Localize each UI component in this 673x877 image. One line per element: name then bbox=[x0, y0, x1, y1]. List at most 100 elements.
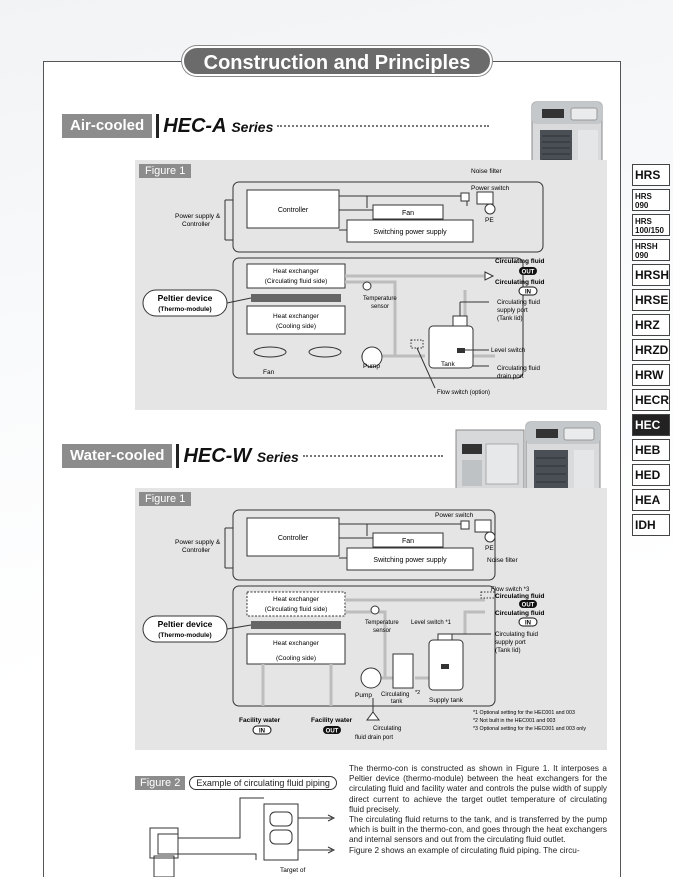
paragraph-2: The circulating fluid returns to the tan… bbox=[349, 815, 607, 845]
svg-text:*2 Not built in the HEC001 and: *2 Not built in the HEC001 and 003 bbox=[473, 718, 556, 724]
svg-text:Circulating: Circulating bbox=[381, 692, 409, 698]
svg-text:Controller: Controller bbox=[182, 221, 211, 228]
svg-text:Power switch: Power switch bbox=[471, 185, 510, 192]
heading-bar bbox=[176, 444, 180, 468]
tab-hrs[interactable]: HRS bbox=[632, 164, 670, 186]
svg-text:Controller: Controller bbox=[278, 535, 309, 542]
svg-text:OUT: OUT bbox=[326, 729, 339, 735]
svg-text:Tank: Tank bbox=[441, 361, 455, 368]
svg-text:Peltier device: Peltier device bbox=[158, 293, 213, 303]
svg-text:Fan: Fan bbox=[263, 369, 275, 376]
figure-2-diagram: Target of bbox=[149, 797, 336, 877]
svg-text:PE: PE bbox=[485, 217, 494, 224]
svg-text:Fan: Fan bbox=[402, 210, 414, 217]
svg-text:sensor: sensor bbox=[373, 628, 391, 634]
svg-text:Power switch: Power switch bbox=[435, 512, 474, 519]
tab-hrsh[interactable]: HRSH bbox=[632, 264, 670, 286]
water-cooled-diagram: Controller Fan Switching power supply Po… bbox=[142, 509, 586, 741]
svg-text:OUT: OUT bbox=[522, 603, 535, 609]
svg-text:Supply tank: Supply tank bbox=[429, 697, 464, 704]
svg-text:Fan: Fan bbox=[402, 538, 414, 545]
tab-hrz[interactable]: HRZ bbox=[632, 314, 670, 336]
water-cooled-heading: Water-cooled HEC-W Series bbox=[62, 444, 443, 468]
svg-text:(Cooling side): (Cooling side) bbox=[276, 655, 316, 662]
svg-text:Facility water: Facility water bbox=[239, 717, 281, 724]
water-figure-panel: Figure 1 Controller Fan Switching power … bbox=[135, 488, 607, 750]
svg-text:supply port: supply port bbox=[495, 639, 526, 646]
figure-2-header: Figure 2 Example of circulating fluid pi… bbox=[135, 776, 337, 790]
tab-idh[interactable]: IDH bbox=[632, 514, 670, 536]
svg-text:Heat exchanger: Heat exchanger bbox=[273, 596, 320, 603]
tab-hrzd[interactable]: HRZD bbox=[632, 339, 670, 361]
svg-text:*3 Optional setting for the HE: *3 Optional setting for the HEC001 and 0… bbox=[473, 726, 586, 732]
figure-2-label: Figure 2 bbox=[135, 776, 186, 790]
svg-text:(Tank lid): (Tank lid) bbox=[497, 315, 523, 322]
svg-text:Circulating fluid: Circulating fluid bbox=[495, 593, 545, 600]
svg-text:PE: PE bbox=[485, 545, 494, 552]
svg-text:Power supply &: Power supply & bbox=[175, 213, 221, 220]
svg-text:(Circulating fluid side): (Circulating fluid side) bbox=[265, 606, 328, 613]
tab-hed[interactable]: HED bbox=[632, 464, 670, 486]
heading-dots bbox=[277, 125, 490, 127]
svg-text:Temperature: Temperature bbox=[365, 620, 399, 626]
air-cooled-heading: Air-cooled HEC-A Series bbox=[62, 114, 490, 138]
svg-text:(Cooling side): (Cooling side) bbox=[276, 323, 316, 330]
svg-text:Level switch *1: Level switch *1 bbox=[411, 620, 452, 626]
svg-text:(Circulating fluid side): (Circulating fluid side) bbox=[265, 278, 328, 285]
svg-text:Noise filter: Noise filter bbox=[471, 168, 503, 175]
svg-text:Circulating fluid: Circulating fluid bbox=[495, 279, 545, 286]
tab-hea[interactable]: HEA bbox=[632, 489, 670, 511]
svg-text:Circulating fluid: Circulating fluid bbox=[495, 258, 545, 265]
svg-text:sensor: sensor bbox=[371, 304, 389, 310]
svg-text:supply port: supply port bbox=[497, 307, 528, 314]
svg-text:drain port: drain port bbox=[497, 373, 524, 380]
svg-text:Switching power supply: Switching power supply bbox=[373, 229, 447, 236]
figure-2-caption: Example of circulating fluid piping bbox=[189, 776, 337, 790]
tab-hec[interactable]: HEC bbox=[632, 414, 670, 436]
svg-text:*2: *2 bbox=[415, 690, 420, 696]
heading-bar bbox=[156, 114, 160, 138]
svg-text:Switching power supply: Switching power supply bbox=[373, 557, 447, 564]
svg-text:Pump: Pump bbox=[363, 363, 380, 370]
svg-text:(Thermo-module): (Thermo-module) bbox=[158, 632, 211, 639]
tab-hrw[interactable]: HRW bbox=[632, 364, 670, 386]
tab-heb[interactable]: HEB bbox=[632, 439, 670, 461]
svg-text:*1 Optional setting for the HE: *1 Optional setting for the HEC001 and 0… bbox=[473, 710, 575, 716]
svg-text:IN: IN bbox=[525, 621, 531, 627]
svg-text:IN: IN bbox=[259, 729, 265, 735]
svg-text:Flow switch (option): Flow switch (option) bbox=[437, 390, 490, 396]
svg-text:Circulating fluid: Circulating fluid bbox=[497, 299, 541, 306]
figure-2-target-text: Target of bbox=[280, 867, 305, 874]
svg-text:Circulating: Circulating bbox=[373, 726, 401, 732]
svg-text:Level switch: Level switch bbox=[491, 347, 526, 354]
svg-text:Power supply &: Power supply & bbox=[175, 539, 221, 546]
svg-text:Heat exchanger: Heat exchanger bbox=[273, 640, 320, 647]
svg-text:Facility water: Facility water bbox=[311, 717, 353, 724]
tab-hrse[interactable]: HRSE bbox=[632, 289, 670, 311]
air-cooled-tag: Air-cooled bbox=[62, 114, 153, 138]
paragraph-1: The thermo-con is constructed as shown i… bbox=[349, 764, 607, 814]
paragraph-3: Figure 2 shows an example of circulating… bbox=[349, 845, 580, 855]
svg-text:(Tank lid): (Tank lid) bbox=[495, 647, 521, 654]
svg-text:Heat exchanger: Heat exchanger bbox=[273, 268, 320, 275]
air-series-name: HEC-A Series bbox=[163, 114, 274, 137]
svg-text:Circulating fluid: Circulating fluid bbox=[495, 631, 539, 638]
svg-text:Circulating fluid: Circulating fluid bbox=[495, 610, 545, 617]
svg-text:Temperature: Temperature bbox=[363, 296, 397, 302]
svg-text:OUT: OUT bbox=[522, 270, 535, 276]
svg-text:Flow switch *3: Flow switch *3 bbox=[491, 587, 530, 593]
water-figure-label: Figure 1 bbox=[139, 492, 192, 506]
svg-text:Controller: Controller bbox=[182, 547, 211, 554]
tab-hecr[interactable]: HECR bbox=[632, 389, 670, 411]
svg-text:IN: IN bbox=[525, 290, 531, 296]
svg-text:Circulating fluid: Circulating fluid bbox=[497, 365, 541, 372]
air-cooled-diagram: Controller Fan Switching power supply Po… bbox=[142, 168, 545, 396]
svg-text:Heat exchanger: Heat exchanger bbox=[273, 313, 320, 320]
page-title: Construction and Principles bbox=[182, 46, 492, 76]
svg-text:tank: tank bbox=[391, 699, 403, 705]
water-cooled-tag: Water-cooled bbox=[62, 444, 173, 468]
